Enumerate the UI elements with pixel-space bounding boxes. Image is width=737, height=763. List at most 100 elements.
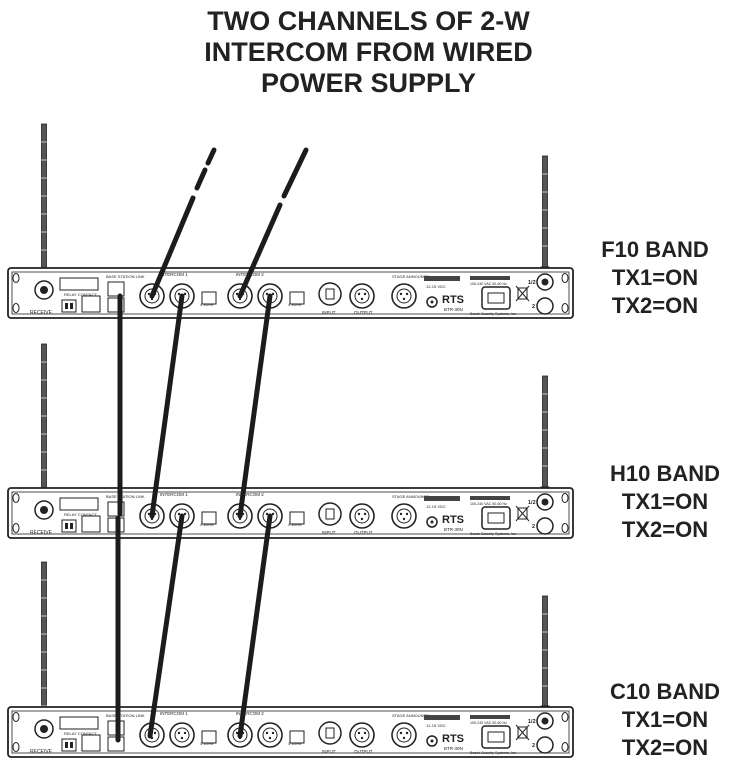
ant-2-label: 2 (532, 304, 535, 310)
rj45-port (82, 516, 100, 532)
four-wire-port (202, 292, 216, 304)
xlr-pin (361, 298, 363, 300)
intercom-1-cable-f10-h10 (152, 296, 182, 516)
mounting-hole (562, 743, 568, 752)
stage-announce-xlr-inner (397, 728, 411, 742)
mounting-hole (562, 494, 568, 503)
aux-output-xlr-inner (355, 728, 369, 742)
tx2-status: TX2=ON (585, 734, 737, 762)
aux-input-slot (326, 289, 334, 299)
relay-pin (70, 303, 73, 309)
band-label-f10: F10 BAND TX1=ON TX2=ON (575, 236, 735, 320)
xlr-pin (358, 732, 360, 734)
antenna-whip (42, 562, 47, 717)
xlr-pin (154, 732, 156, 734)
aux-input-slot (326, 728, 334, 738)
transmit-antenna-h10 (541, 376, 549, 501)
band-name: H10 BAND (585, 460, 737, 488)
dc-rating-label: 12-15 VDC (426, 284, 446, 289)
ac-rating-label: 100-240 VAC 50-60 Hz (470, 282, 507, 286)
stage-announce-label: STAGE ANNOUNCE (392, 274, 429, 279)
dc-rating-label: 12-15 VDC (426, 504, 446, 509)
ant-1-connector-core (542, 718, 549, 725)
dc-jack-pin (431, 740, 434, 743)
input-label: INPUT (322, 530, 336, 535)
xlr-pin (364, 293, 366, 295)
xlr-pin (400, 732, 402, 734)
mounting-hole (13, 743, 19, 752)
intercom-1-cable-h10-c10 (150, 516, 182, 736)
receive-antenna-c10 (40, 562, 48, 729)
incoming-intercom-1-cable-end (208, 150, 214, 163)
antenna-whip (543, 596, 548, 708)
xlr-pin (269, 737, 271, 739)
relay-terminal (62, 520, 76, 532)
xlr-pin (266, 732, 268, 734)
stage-announce-xlr-inner (397, 289, 411, 303)
band-name: F10 BAND (575, 236, 735, 264)
aux-output-xlr-inner (355, 509, 369, 523)
antenna-whip (42, 124, 47, 278)
mounting-hole (13, 524, 19, 533)
rts-brand: RTS (442, 514, 464, 526)
ant-2-connector (537, 298, 553, 314)
iec-socket (488, 293, 504, 303)
ant-2-connector (537, 518, 553, 534)
relay-pin (65, 523, 68, 529)
band-label-h10: H10 BAND TX1=ON TX2=ON (585, 460, 737, 544)
dc-jack-pin (431, 301, 434, 304)
iec-socket (488, 513, 504, 523)
rating-plate (424, 715, 460, 720)
model-label: BTR-30N (444, 746, 463, 751)
xlr-pin (406, 293, 408, 295)
relay-display (60, 498, 98, 510)
antenna-whip (543, 156, 548, 269)
output-label: OUTPUT (354, 530, 373, 535)
ac-rating-label: 100-240 VAC 50-60 Hz (470, 502, 507, 506)
ant-2-label: 2 (532, 524, 535, 530)
band-name: C10 BAND (585, 678, 737, 706)
xlr-pin (178, 732, 180, 734)
rts-brand: RTS (442, 294, 464, 306)
receive-connector-core (40, 725, 48, 733)
tx1-status: TX1=ON (585, 488, 737, 516)
relay-pin (70, 523, 73, 529)
intercom-2-cable-h10-c10 (240, 516, 270, 736)
aux-input-slot (326, 509, 334, 519)
ant-1-2-label: 1/2 (528, 719, 536, 725)
xlr-pin (358, 293, 360, 295)
rating-plate (424, 496, 460, 501)
xlr-pin (406, 732, 408, 734)
receive-label: RECEIVE (30, 310, 53, 316)
ac-rating-plate (470, 715, 510, 719)
xlr-pin (403, 737, 405, 739)
intercom-1-label: INTERCOM 1 (160, 711, 188, 716)
incoming-intercom-2-cable-end (284, 150, 306, 196)
four-wire-port (290, 512, 304, 524)
ant-2-label: 2 (532, 743, 535, 749)
maker-label: Bosch Security Systems, Inc. (470, 312, 517, 316)
maker-label: Bosch Security Systems, Inc. (470, 532, 517, 536)
receive-antenna-f10 (40, 124, 48, 290)
xlr-pin (364, 513, 366, 515)
mounting-hole (13, 274, 19, 283)
rack-unit-h10: RECEIVERELAY CONTACTBASE STATION LINKINT… (8, 488, 573, 538)
rj45-port (82, 296, 100, 312)
ac-rating-label: 100-240 VAC 50-60 Hz (470, 721, 507, 725)
receive-connector-core (40, 286, 48, 294)
link-port-upper (108, 282, 124, 296)
relay-display (60, 717, 98, 729)
xlr-pin (361, 518, 363, 520)
rts-brand: RTS (442, 733, 464, 745)
relay-pin (65, 303, 68, 309)
ant-1-2-label: 1/2 (528, 280, 536, 286)
dc-jack-pin (431, 521, 434, 524)
maker-label: Bosch Security Systems, Inc. (470, 751, 517, 755)
receive-label: RECEIVE (30, 749, 53, 755)
base-station-label: BASE STATION LINK (106, 713, 145, 718)
xlr-pin (406, 513, 408, 515)
antenna-whip (42, 344, 47, 498)
receive-connector-core (40, 506, 48, 514)
stage-announce-label: STAGE ANNOUNCE (392, 494, 429, 499)
